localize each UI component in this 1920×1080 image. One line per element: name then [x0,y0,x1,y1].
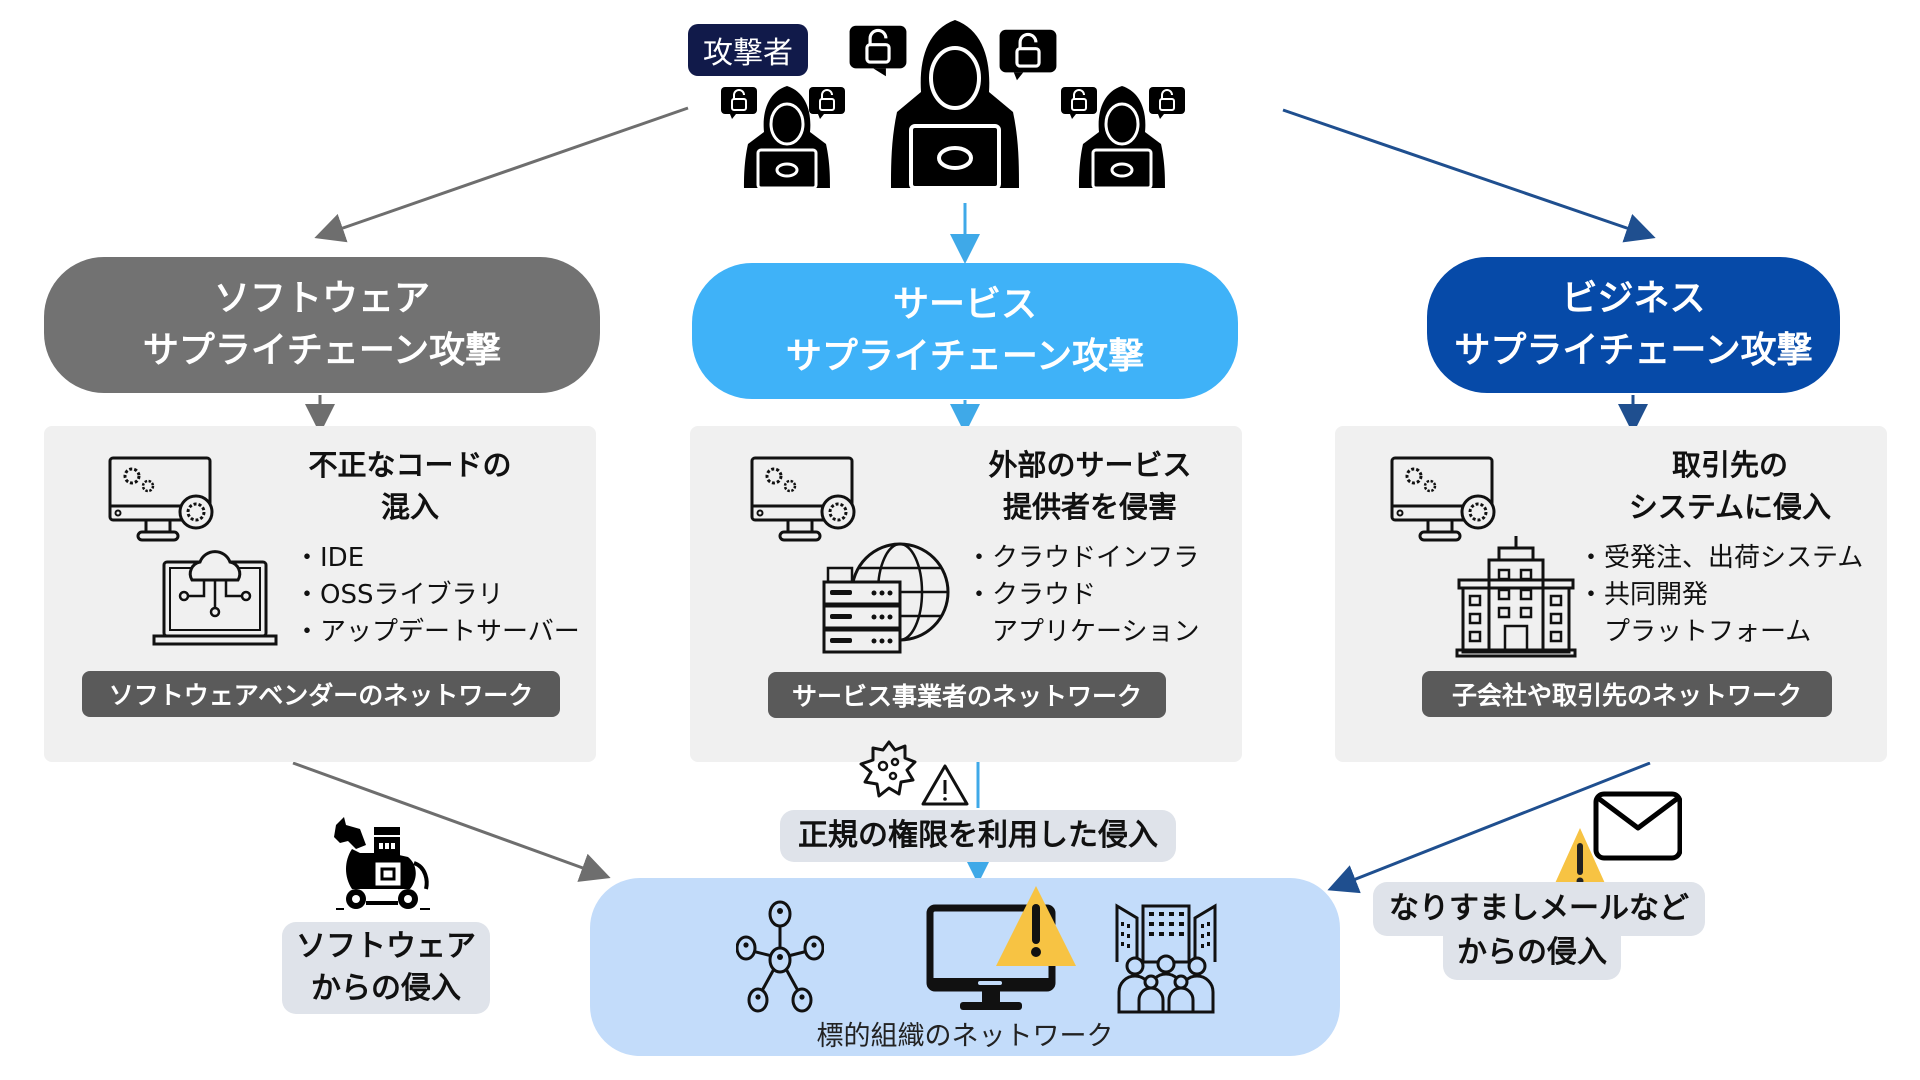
bullet-item: ・OSSライブラリ [294,580,504,610]
business-supply-chain-attack-heading: ビジネス サプライチェーン攻撃 [1427,257,1840,393]
heading-line2: サプライチェーン攻撃 [1454,330,1813,371]
unlocked-padlock-icon [1061,87,1097,119]
service-provider-network-label: サービス事業者のネットワーク [768,672,1166,718]
card-title-line2: 提供者を侵害 [1002,490,1177,524]
heading-line2: サプライチェーン攻撃 [142,330,502,371]
legitimate-access-intrusion-label: 正規の権限を利用した侵入 [780,810,1176,862]
label-line1: ソフトウェア [296,929,476,964]
card-title-line2: システムに侵入 [1628,490,1832,524]
arrow-attacker-to-business [1282,108,1656,243]
hooded-hacker-icon [891,20,1019,190]
hooded-hacker-icon [744,86,830,190]
cloud-laptop-icon [152,550,278,646]
heading-line2: サプライチェーン攻撃 [785,336,1145,377]
server-globe-icon [822,542,950,654]
unlocked-padlock-icon [721,87,757,119]
buildings-people-icon [1115,903,1217,1014]
bullet-item: ・クラウド [966,580,1097,610]
bullet-item: ・アップデートサーバー [294,617,580,647]
unlocked-padlock-icon [809,87,845,119]
office-building-icon [1455,536,1577,658]
spoofed-email-intrusion-label-line2: からの侵入 [1443,930,1621,980]
heading-line1: ビジネス [1561,278,1706,319]
software-bullet-list: ・IDE ・OSSライブラリ ・アップデートサーバー [294,540,580,651]
people-network-icon [736,900,824,1013]
target-network-label: 標的組織のネットワーク [816,1021,1114,1052]
software-supply-chain-attack-heading: ソフトウェア サプライチェーン攻撃 [44,257,600,393]
spoofed-email-intrusion-label-line1: なりすましメールなど [1373,882,1705,936]
unlocked-padlock-icon [849,25,907,77]
unlocked-padlock-icon [1149,87,1185,119]
unlocked-padlock-icon [999,29,1057,81]
software-card-title: 不正なコードの 混入 [290,444,530,528]
card-title-line1: 外部のサービス [988,448,1192,482]
monitor-gears-icon [108,456,214,542]
card-title-line1: 不正なコードの [308,448,512,482]
monitor-warning-icon [926,886,1076,1010]
business-bullet-list: ・受発注、出荷システム ・共同開発 プラットフォーム [1578,540,1863,651]
bullet-item: ・共同開発 [1578,580,1709,610]
hooded-hacker-icon [1079,86,1165,190]
heading-line1: サービス [892,284,1037,325]
monitor-gears-icon [750,456,856,542]
bullet-item: ・クラウドインフラ [966,543,1200,573]
software-intrusion-label: ソフトウェア からの侵入 [282,922,490,1014]
service-card-title: 外部のサービス 提供者を侵害 [960,444,1220,528]
bullet-item: アプリケーション [966,617,1200,647]
bullet-item: ・IDE [294,543,365,573]
card-title-line1: 取引先の [1671,448,1788,482]
bullet-item: プラットフォーム [1578,617,1812,647]
partner-network-label: 子会社や取引先のネットワーク [1422,671,1832,717]
service-supply-chain-attack-heading: サービス サプライチェーン攻撃 [692,263,1238,399]
attacker-label: 攻撃者 [688,24,808,76]
service-bullet-list: ・クラウドインフラ ・クラウド アプリケーション [966,540,1199,651]
label-line2: からの侵入 [311,971,461,1006]
business-card-title: 取引先の システムに侵入 [1600,444,1860,528]
arrow-attacker-to-software [314,106,689,243]
card-title-line2: 混入 [380,490,439,524]
virus-warning-icon [859,740,969,806]
envelope-warning-icon [1552,791,1682,890]
trojan-horse-icon [334,817,430,910]
heading-line1: ソフトウェア [213,278,430,319]
monitor-gears-icon [1390,456,1496,542]
bullet-item: ・受発注、出荷システム [1578,543,1864,573]
software-vendor-network-label: ソフトウェアベンダーのネットワーク [82,671,560,717]
